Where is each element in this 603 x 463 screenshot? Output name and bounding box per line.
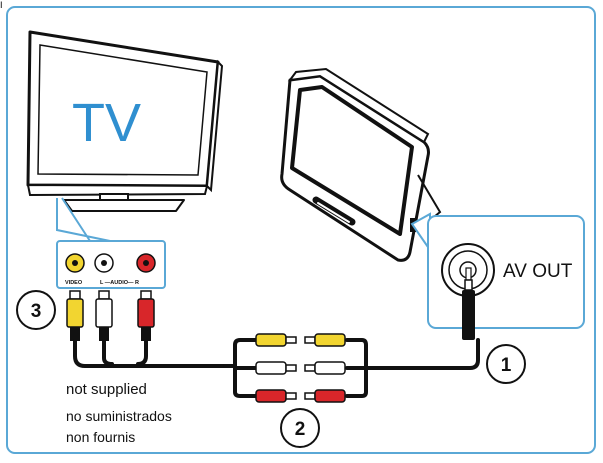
callout-2: 2 — [280, 408, 320, 448]
callout-3: 3 — [16, 290, 56, 330]
av-out-callout: AV OUT — [410, 212, 585, 329]
av-cable-bundle — [223, 333, 480, 403]
video-jack-label: VIDEO — [65, 280, 83, 286]
note-non-fournis: non fournis — [66, 429, 135, 445]
audio-jack-label: L —AUDIO— R — [100, 280, 139, 286]
callout-1: 1 — [486, 344, 526, 384]
callout-2-number: 2 — [295, 419, 306, 440]
tv-connector-lines — [56, 197, 111, 242]
tv-side-plugs — [66, 290, 155, 341]
callout-3-number: 3 — [31, 301, 42, 322]
corner-mark: I — [0, 0, 3, 10]
note-not-supplied: not supplied — [66, 381, 147, 398]
tv-label: TV — [72, 93, 141, 153]
av-out-label: AV OUT — [503, 261, 573, 282]
tv-input-panel: VIDEO L —AUDIO— R — [56, 240, 166, 289]
callout-1-number: 1 — [501, 355, 512, 376]
portable-player-illustration — [280, 67, 442, 262]
av-out-plug — [462, 267, 475, 340]
diagram-frame — [6, 6, 596, 454]
tv-side-cables — [73, 339, 227, 368]
note-no-suministrados: no suministrados — [66, 408, 172, 424]
tv-illustration: TV — [26, 30, 224, 212]
